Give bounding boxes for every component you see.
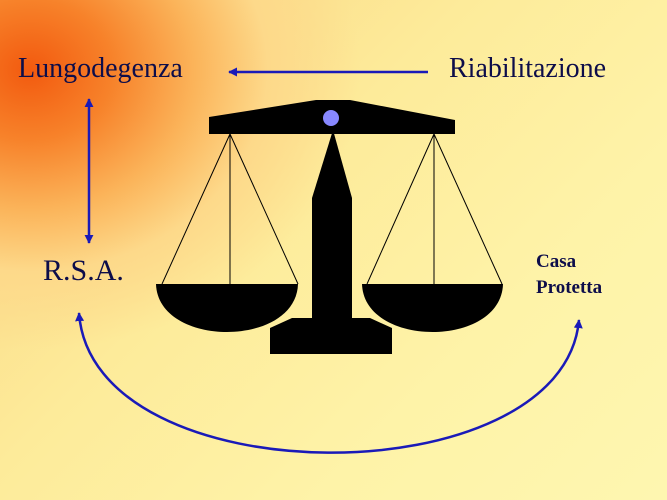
arrow-rsa-casa-protetta bbox=[75, 312, 583, 454]
label-lungodegenza: Lungodegenza bbox=[18, 53, 183, 84]
scale-post bbox=[312, 130, 352, 318]
scale-pivot bbox=[323, 110, 339, 126]
left-pan bbox=[156, 284, 298, 332]
label-protetta: Protetta bbox=[536, 277, 603, 298]
label-rsa: R.S.A. bbox=[43, 254, 124, 287]
balance-scale-icon bbox=[156, 100, 503, 354]
label-casa-protetta: Casa Protetta bbox=[536, 249, 602, 301]
label-riabilitazione: Riabilitazione bbox=[449, 53, 607, 84]
left-pan-strings bbox=[161, 133, 299, 285]
label-casa: Casa bbox=[536, 251, 577, 272]
right-pan bbox=[362, 284, 503, 332]
right-pan-strings bbox=[366, 133, 503, 285]
scale-base bbox=[270, 318, 392, 354]
